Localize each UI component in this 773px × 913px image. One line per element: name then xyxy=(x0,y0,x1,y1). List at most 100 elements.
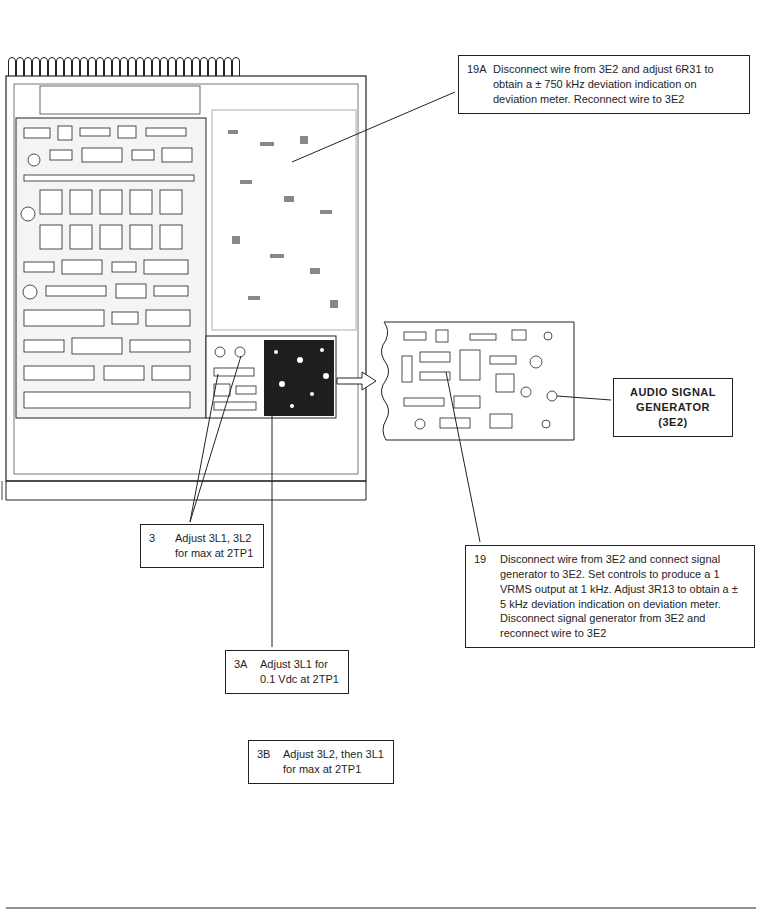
component xyxy=(248,296,260,300)
component xyxy=(62,260,102,274)
component xyxy=(104,366,144,380)
component xyxy=(415,419,425,429)
component xyxy=(490,414,512,428)
inset-components xyxy=(402,330,557,429)
procedure-callout: 19ADisconnect wire from 3E2 and adjust 6… xyxy=(458,55,750,114)
component xyxy=(404,398,444,406)
component xyxy=(144,260,188,274)
component xyxy=(470,334,496,340)
procedure-callout: 19Disconnect wire from 3E2 and connect s… xyxy=(465,545,755,648)
component xyxy=(24,310,104,326)
component xyxy=(214,368,254,376)
procedure-callout: 3BAdjust 3L2, then 3L1 for max at 2TP1 xyxy=(248,740,394,784)
hole xyxy=(310,392,314,396)
hole xyxy=(290,404,294,408)
leader-line xyxy=(272,370,273,647)
main-pcb xyxy=(16,118,206,418)
relay xyxy=(130,190,152,214)
chassis-outline xyxy=(6,76,366,481)
step-number: 3A xyxy=(234,657,260,672)
component xyxy=(420,352,450,362)
component xyxy=(50,150,72,160)
terminal xyxy=(547,391,557,401)
component xyxy=(402,356,412,382)
component xyxy=(544,332,552,340)
component xyxy=(116,284,146,298)
hole xyxy=(297,357,303,363)
hole xyxy=(320,348,324,352)
hole xyxy=(279,381,285,387)
chassis-edge xyxy=(2,481,3,500)
component xyxy=(24,392,190,408)
component xyxy=(460,350,480,380)
step-number: 3 xyxy=(149,531,175,546)
title-box: AUDIO SIGNAL GENERATOR (3E2) xyxy=(613,378,733,437)
component xyxy=(162,148,192,162)
step-number: 3B xyxy=(257,747,283,762)
component xyxy=(58,126,72,140)
component xyxy=(420,372,450,380)
box-title: AUDIO SIGNAL GENERATOR (3E2) xyxy=(622,385,724,430)
component xyxy=(72,338,122,354)
relay xyxy=(100,190,122,214)
leader-line xyxy=(557,396,611,400)
component xyxy=(300,136,308,144)
step-number: 19 xyxy=(474,552,500,567)
component xyxy=(152,366,190,380)
component xyxy=(330,300,338,308)
component xyxy=(21,207,35,221)
component xyxy=(28,154,40,166)
step-instruction: Adjust 3L2, then 3L1 for max at 2TP1 xyxy=(283,747,385,777)
coil xyxy=(235,347,245,357)
shield-holes xyxy=(274,348,329,408)
relay xyxy=(40,225,62,249)
component xyxy=(530,356,542,368)
component xyxy=(24,366,94,380)
component xyxy=(240,180,252,184)
component xyxy=(46,286,106,296)
step-instruction: Adjust 3L1, 3L2 for max at 2TP1 xyxy=(175,531,255,561)
component xyxy=(112,312,138,324)
component xyxy=(284,196,294,202)
component xyxy=(24,175,194,181)
step-instruction: Disconnect wire from 3E2 and connect sig… xyxy=(500,552,746,641)
audio-board-inset xyxy=(381,322,574,440)
component xyxy=(24,128,50,138)
relay xyxy=(160,190,182,214)
component xyxy=(490,356,516,364)
page-rule xyxy=(6,908,756,909)
component xyxy=(24,340,64,352)
hole xyxy=(274,350,278,354)
step-instruction: Adjust 3L1 for 0.1 Vdc at 2TP1 xyxy=(260,657,340,687)
leader-line xyxy=(190,356,241,522)
coil xyxy=(215,347,225,357)
component xyxy=(23,285,37,299)
component xyxy=(112,262,136,272)
component xyxy=(132,150,154,160)
component xyxy=(542,420,550,428)
component xyxy=(236,386,256,394)
component xyxy=(214,402,256,410)
component xyxy=(260,142,274,146)
component xyxy=(214,384,230,396)
step-instruction: Disconnect wire from 3E2 and adjust 6R31… xyxy=(493,62,741,107)
component xyxy=(228,130,238,134)
bracket xyxy=(40,86,200,114)
step-number: 19A xyxy=(467,62,493,77)
component xyxy=(24,262,54,272)
component xyxy=(404,332,426,340)
shielded-section xyxy=(264,340,334,416)
relay xyxy=(160,225,182,249)
relay xyxy=(40,190,62,214)
chassis-front-rail xyxy=(6,481,366,500)
leader-line xyxy=(292,92,455,162)
component xyxy=(270,254,284,258)
leader-line xyxy=(190,374,218,522)
component xyxy=(512,330,526,340)
leader-line xyxy=(446,372,480,542)
enlarge-arrow xyxy=(337,372,376,390)
relay xyxy=(100,225,122,249)
component xyxy=(232,236,240,244)
terminal xyxy=(521,387,531,397)
component xyxy=(496,374,514,392)
